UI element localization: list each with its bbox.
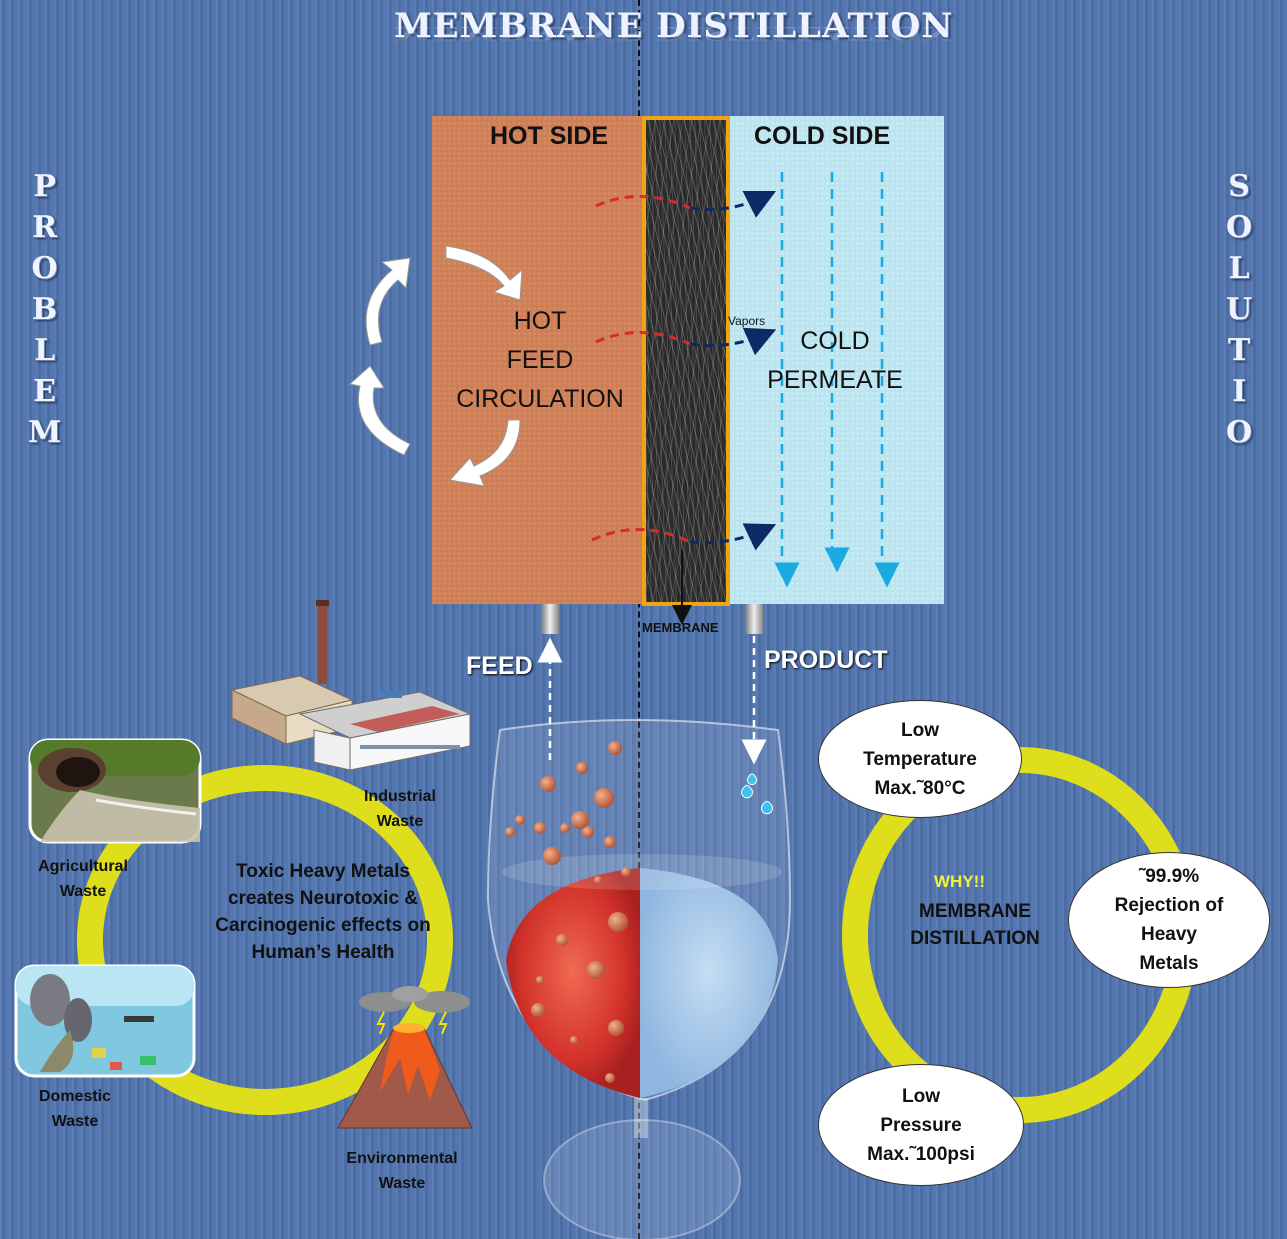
cold-side-label: COLD SIDE — [754, 122, 891, 150]
title-distillation: DISTILLATION — [656, 6, 954, 46]
problem-ring — [77, 765, 453, 1115]
vapor-arrows — [591, 190, 777, 551]
membrane-layer — [642, 116, 730, 606]
title-membrane: MEMBRANE — [394, 6, 644, 46]
hot-side-panel — [432, 116, 644, 604]
product-label: PRODUCT — [764, 646, 888, 674]
hot-side-label: HOT SIDE — [490, 122, 609, 150]
volcano-icon — [337, 986, 473, 1129]
why-label: WHY!! — [934, 872, 985, 891]
feed-label: FEED — [466, 652, 533, 680]
wine-glass-icon — [486, 719, 792, 1239]
product-pipe — [745, 604, 763, 634]
factory-icon — [230, 600, 472, 771]
polluted-ocean-icon — [14, 964, 196, 1078]
membrane-label: MEMBRANE — [642, 620, 719, 635]
drain-pipe-icon — [28, 738, 202, 844]
circulation-arrows — [348, 245, 523, 487]
feed-pipe — [541, 604, 559, 634]
vapors-label: Vapors — [728, 314, 766, 328]
center-divider — [638, 0, 640, 1239]
